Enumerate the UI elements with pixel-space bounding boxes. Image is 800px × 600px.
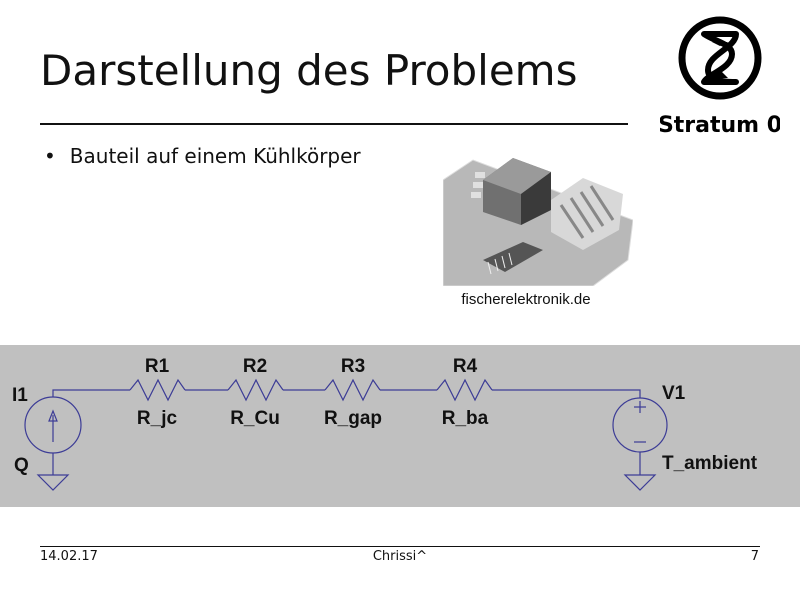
voltage-source-name: V1 <box>662 383 686 404</box>
ground-icon <box>36 474 70 491</box>
image-caption: fischerelektronik.de <box>461 291 591 308</box>
footer-date: 14.02.17 <box>40 549 98 564</box>
bullet-item: • Bauteil auf einem Kühlkörper <box>44 144 361 168</box>
resistor-value: R_jc <box>137 408 178 429</box>
stratum0-logo: Stratum 0 <box>660 16 780 138</box>
resistor-r2 <box>227 378 284 402</box>
voltage-source-value: T_ambient <box>662 453 758 474</box>
heatsink-photo <box>443 158 633 286</box>
resistor-value: R_ba <box>442 408 489 429</box>
resistor-r1 <box>129 378 186 402</box>
bullet-text: Bauteil auf einem Kühlkörper <box>69 144 361 168</box>
resistor-r3 <box>324 378 381 402</box>
wire <box>52 389 130 397</box>
logo-text: Stratum 0 <box>660 113 780 138</box>
footer-divider <box>40 546 760 547</box>
slide-title: Darstellung des Problems <box>40 46 578 95</box>
footer-page-number: 7 <box>750 549 759 564</box>
title-divider <box>40 123 628 125</box>
resistor-name: R2 <box>243 356 267 377</box>
resistor-name: R3 <box>341 356 365 377</box>
resistor-value: R_gap <box>324 408 382 429</box>
bullet-icon: • <box>44 144 56 168</box>
source-name: I1 <box>12 385 28 406</box>
ground-icon <box>623 474 657 491</box>
footer-author: Chrissi^ <box>372 549 428 564</box>
wire <box>492 389 641 398</box>
resistor-value: R_Cu <box>230 408 280 429</box>
resistor-name: R4 <box>453 356 478 377</box>
resistor-name: R1 <box>145 356 170 377</box>
source-value: Q <box>14 455 29 476</box>
circuit-diagram: I1 Q R1 R_jc R2 R_Cu R3 R_gap R4 R_ba V1… <box>12 356 758 491</box>
resistor-r4 <box>436 378 493 402</box>
